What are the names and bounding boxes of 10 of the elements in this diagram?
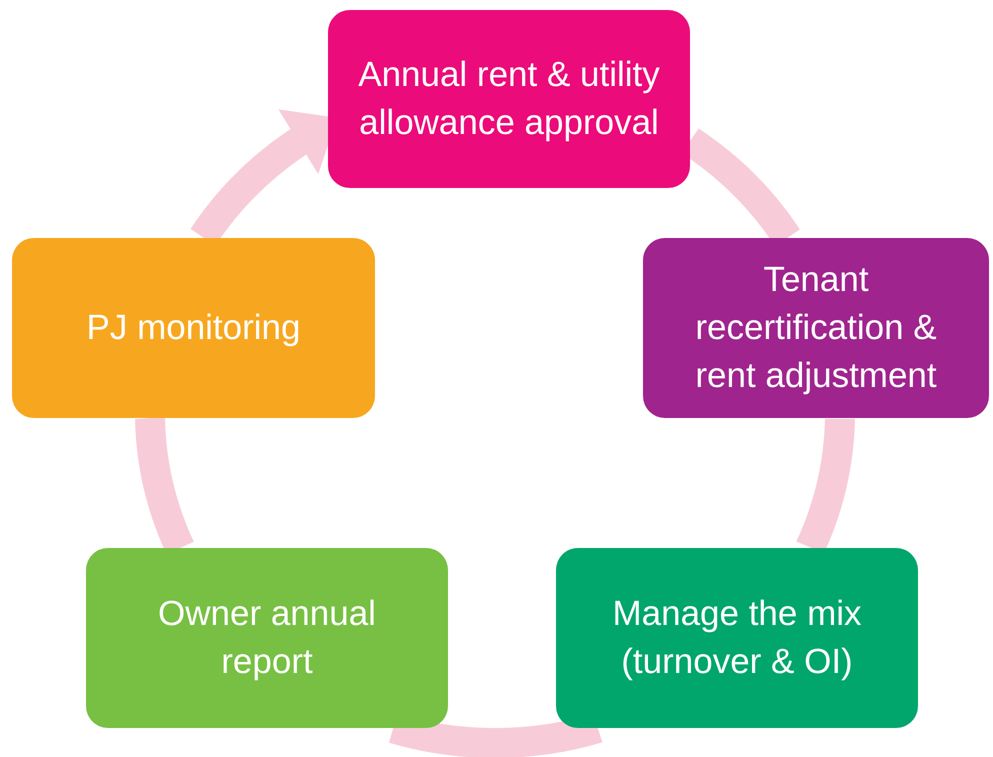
- step-label: Manage the mix (turnover & OI): [611, 592, 863, 683]
- process-box: [12, 238, 375, 418]
- step-label: Annual rent & utility allowance approval: [358, 54, 660, 144]
- process-box: [86, 548, 448, 728]
- step-label: PJ monitoring: [86, 306, 300, 349]
- process-box: [328, 10, 690, 188]
- step-label: Owner annual report: [157, 592, 377, 683]
- step-label: Tenant recertification & rent adjustment: [694, 258, 938, 398]
- process-box: [556, 548, 918, 728]
- process-box: [643, 238, 989, 418]
